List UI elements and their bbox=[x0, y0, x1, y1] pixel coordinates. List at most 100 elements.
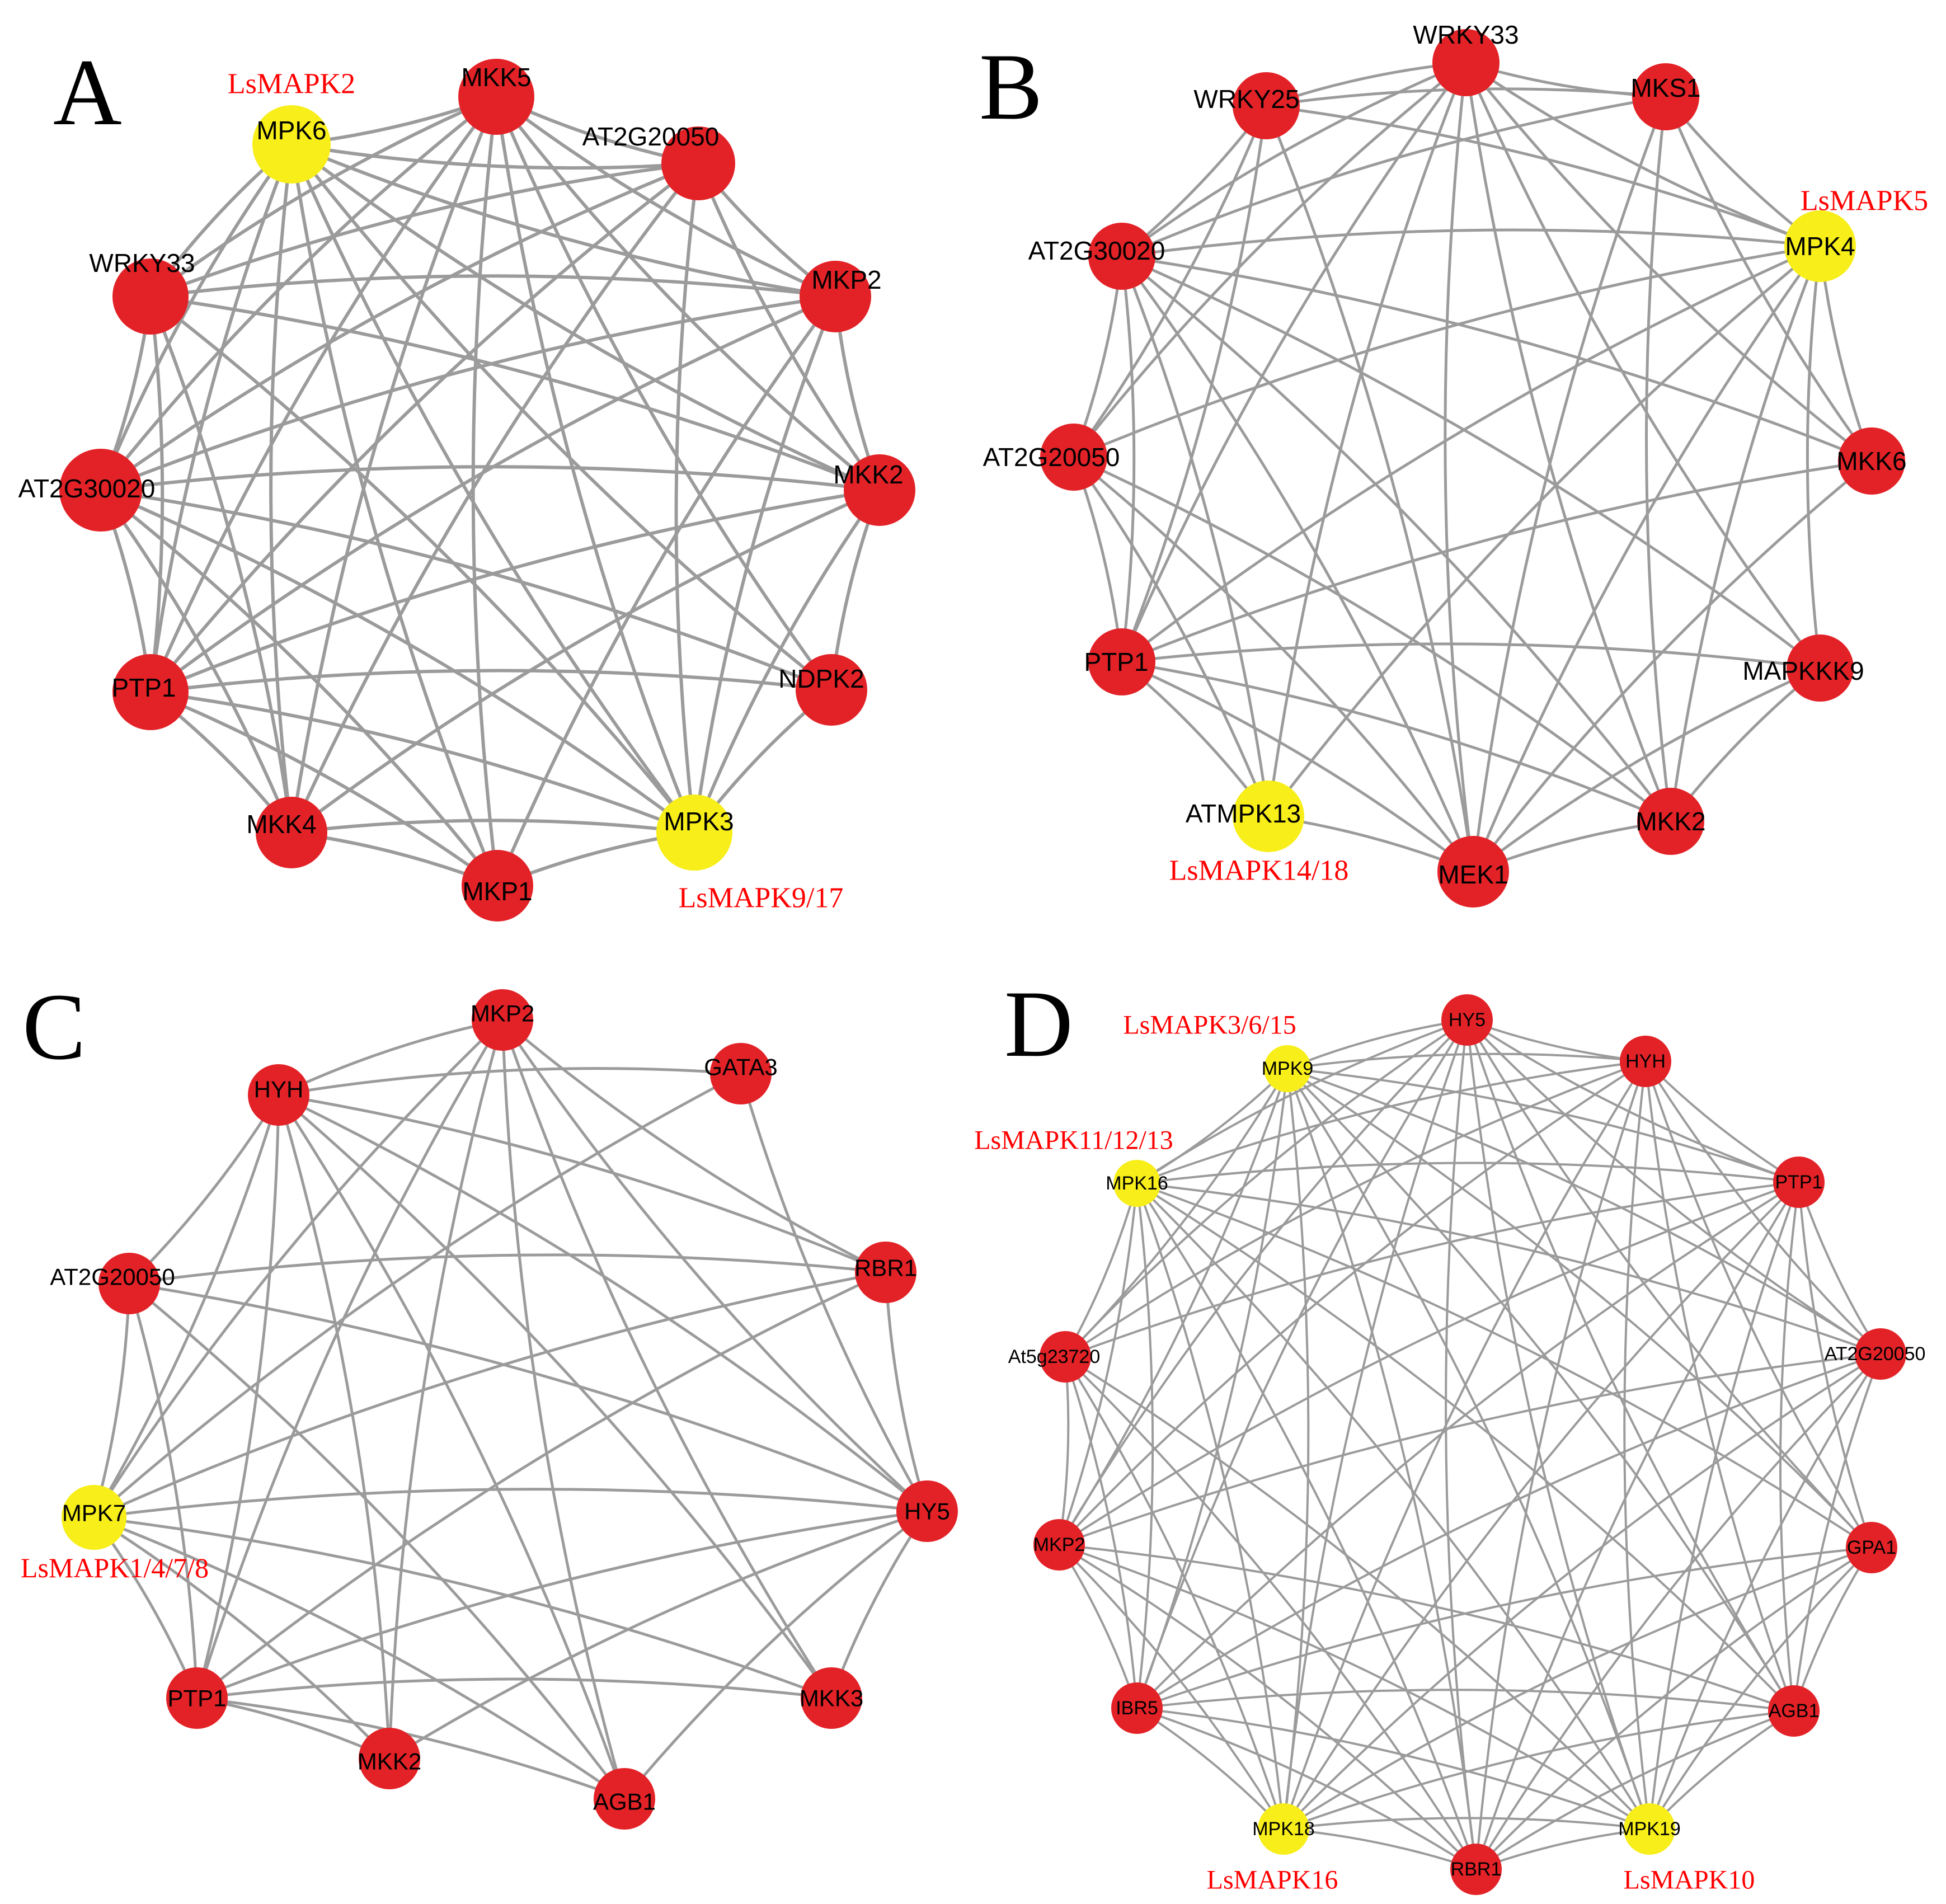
node-AGB1[interactable] bbox=[1768, 1685, 1820, 1737]
edge-AT2G20050-MPK3 bbox=[674, 162, 700, 834]
edge-PTP1-RBR1 bbox=[1475, 1181, 1800, 1870]
node-RBR1[interactable] bbox=[1450, 1844, 1502, 1895]
node-HY5[interactable] bbox=[896, 1480, 958, 1542]
node-AT2G30020[interactable] bbox=[59, 449, 142, 532]
annotation-LsMAPK2: LsMAPK2 bbox=[228, 68, 355, 100]
node-label-MKS1: MKS1 bbox=[1630, 73, 1700, 102]
edge-GPA1-RBR1 bbox=[1475, 1546, 1873, 1870]
node-MPK4[interactable] bbox=[1784, 210, 1856, 282]
node-label-MPK19: MPK19 bbox=[1618, 1818, 1681, 1840]
node-AGB1[interactable] bbox=[594, 1768, 655, 1830]
node-At5g23720[interactable] bbox=[1040, 1331, 1091, 1383]
edge-AGB1-IBR5 bbox=[1136, 1689, 1795, 1712]
edge-MKP2-MPK3 bbox=[693, 295, 837, 834]
edge-MKP2-AT2G30020 bbox=[99, 295, 837, 492]
node-ATMPK13[interactable] bbox=[1233, 781, 1304, 852]
node-MEK1[interactable] bbox=[1437, 836, 1509, 908]
node-PTP1[interactable] bbox=[112, 654, 189, 730]
edge-MKK2-HYH bbox=[277, 1093, 391, 1760]
node-label-WRKY25: WRKY25 bbox=[1193, 84, 1299, 114]
node-HY5[interactable] bbox=[1441, 994, 1493, 1046]
edge-MPK7-HYH bbox=[92, 1093, 280, 1519]
edge-HYH-PTP1 bbox=[1644, 1060, 1800, 1183]
node-MPK9[interactable] bbox=[1264, 1045, 1311, 1092]
edge-MAPKKK9-AT2G30020 bbox=[1120, 255, 1822, 670]
edge-AT2G20050-MPK18 bbox=[1282, 1353, 1882, 1830]
edge-HYH-AGB1 bbox=[1644, 1060, 1795, 1712]
node-WRKY33[interactable] bbox=[1432, 29, 1500, 96]
edge-WRKY33-PTP1 bbox=[1120, 61, 1468, 664]
edge-PTP1-IBR5 bbox=[1136, 1181, 1800, 1709]
edge-MKK2-WRKY33 bbox=[149, 295, 881, 492]
node-MPK3[interactable] bbox=[656, 794, 732, 871]
node-AT2G20050[interactable] bbox=[1040, 424, 1107, 491]
node-MKK2[interactable] bbox=[359, 1728, 420, 1789]
node-MKK2[interactable] bbox=[844, 454, 915, 526]
edge-MKP2-MPK7 bbox=[92, 1018, 504, 1519]
edge-MPK3-WRKY33 bbox=[149, 295, 696, 834]
node-label-AT2G30020: AT2G30020 bbox=[1028, 236, 1165, 265]
node-MKK6[interactable] bbox=[1838, 427, 1905, 495]
edge-NDPK2-AT2G30020 bbox=[99, 488, 833, 692]
edge-MPK6-AT2G20050 bbox=[290, 143, 700, 170]
node-MKP2[interactable] bbox=[800, 261, 871, 332]
edge-AT2G20050-RBR1 bbox=[1475, 1353, 1882, 1870]
edge-GPA1-MPK9 bbox=[1286, 1068, 1873, 1549]
edge-AGB1-MPK7 bbox=[92, 1516, 626, 1800]
node-MKK4[interactable] bbox=[256, 797, 327, 868]
edge-MPK4-MAPKKK9 bbox=[1806, 245, 1822, 670]
edge-MAPKKK9-PTP1 bbox=[1120, 642, 1822, 670]
node-label-ATMPK13: ATMPK13 bbox=[1186, 799, 1301, 828]
edge-MKP2-RBR1 bbox=[501, 1018, 887, 1274]
node-MKP1[interactable] bbox=[462, 850, 533, 922]
edge-RBR1-At5g23720 bbox=[1064, 1356, 1477, 1870]
node-AT2G20050[interactable] bbox=[661, 126, 735, 200]
node-label-AT2G30020: AT2G30020 bbox=[18, 474, 156, 503]
node-MPK6[interactable] bbox=[252, 105, 331, 184]
node-AT2G20050[interactable] bbox=[1855, 1328, 1906, 1380]
node-MPK16[interactable] bbox=[1113, 1160, 1160, 1207]
node-HYH[interactable] bbox=[248, 1064, 309, 1126]
node-MKK5[interactable] bbox=[458, 59, 534, 135]
node-IBR5[interactable] bbox=[1111, 1682, 1163, 1734]
edge-HY5-HYH bbox=[277, 1093, 929, 1513]
node-label-HY5: HY5 bbox=[1449, 1009, 1486, 1031]
edge-RBR1-MPK7 bbox=[92, 1271, 887, 1519]
node-RBR1[interactable] bbox=[855, 1242, 916, 1303]
node-PTP1[interactable] bbox=[166, 1667, 228, 1729]
node-MKP2[interactable] bbox=[1033, 1519, 1085, 1571]
edge-WRKY33-MKK2 bbox=[1464, 61, 1672, 823]
node-PTP1[interactable] bbox=[1773, 1156, 1825, 1208]
node-GATA3[interactable] bbox=[710, 1043, 772, 1104]
node-label-WRKY33: WRKY33 bbox=[1413, 20, 1519, 49]
panel-B: WRKY33MKS1MPK4MKK6MAPKKK9MKK2MEK1ATMPK13… bbox=[983, 20, 1928, 908]
node-MPK19[interactable] bbox=[1624, 1803, 1675, 1855]
node-MAPKKK9[interactable] bbox=[1787, 634, 1854, 702]
edge-HYH-MKP2 bbox=[1058, 1060, 1647, 1546]
node-AT2G30020[interactable] bbox=[1088, 223, 1155, 290]
node-WRKY33[interactable] bbox=[112, 258, 189, 335]
edge-MPK3-PTP1 bbox=[149, 690, 696, 834]
node-AT2G20050[interactable] bbox=[98, 1253, 160, 1314]
node-WRKY25[interactable] bbox=[1233, 72, 1300, 139]
edge-RBR1-PTP1 bbox=[195, 1271, 887, 1700]
node-MKP2[interactable] bbox=[472, 989, 533, 1051]
node-PTP1[interactable] bbox=[1088, 628, 1155, 695]
panel-letter-D: D bbox=[1004, 971, 1073, 1076]
node-MKS1[interactable] bbox=[1632, 63, 1699, 130]
node-MKK3[interactable] bbox=[801, 1667, 862, 1729]
node-NDPK2[interactable] bbox=[796, 654, 867, 726]
edge-MPK6-NDPK2 bbox=[290, 143, 833, 692]
node-HYH[interactable] bbox=[1620, 1036, 1671, 1087]
edge-HY5-MPK18 bbox=[1282, 1019, 1468, 1830]
node-label-At5g23720: At5g23720 bbox=[1008, 1346, 1101, 1367]
annotation-LsMAPK1/4/7/8: LsMAPK1/4/7/8 bbox=[21, 1552, 209, 1583]
node-MKK2[interactable] bbox=[1637, 788, 1704, 855]
edge-MKK5-PTP1 bbox=[149, 95, 498, 694]
node-MPK7[interactable] bbox=[62, 1485, 126, 1550]
node-MPK18[interactable] bbox=[1258, 1803, 1309, 1855]
node-label-WRKY33: WRKY33 bbox=[89, 248, 195, 278]
edge-ATMPK13-AT2G20050 bbox=[1072, 455, 1270, 818]
edge-MKK5-MPK3 bbox=[495, 95, 696, 834]
node-GPA1[interactable] bbox=[1846, 1522, 1897, 1573]
